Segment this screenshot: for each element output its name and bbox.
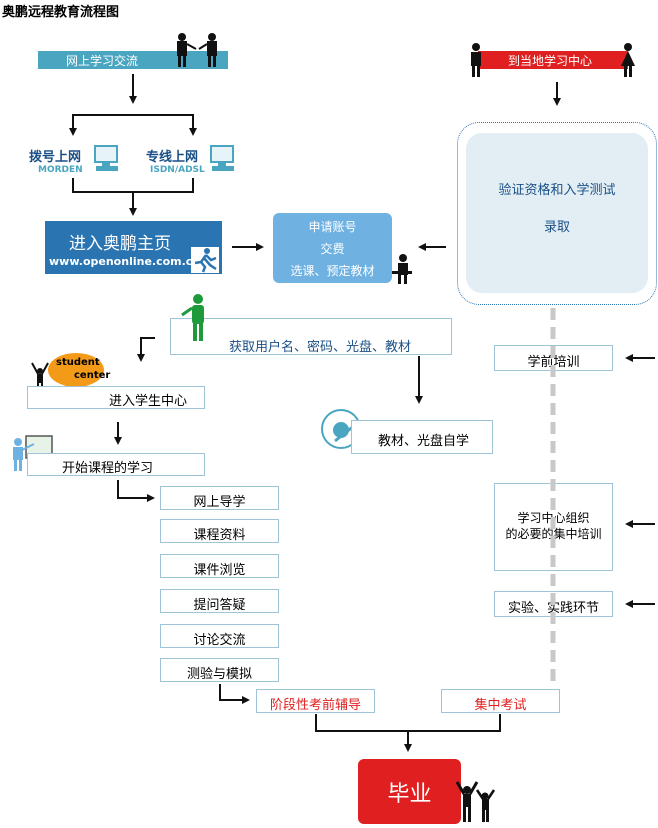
dedicated-label: 专线上网 [146, 150, 199, 165]
graduate-label: 毕业 [387, 782, 432, 807]
graduate-block: 毕业 [358, 759, 461, 824]
admission-label: 录取 [543, 220, 570, 235]
obtain-credentials-box: 获取用户名、密码、光盘、教材 [170, 318, 452, 355]
connector [117, 480, 148, 499]
apply-account-block: 申请账号 交费 选课、预定教材 [273, 213, 392, 283]
center-training-line2: 的必要的集中培训 [505, 527, 602, 541]
step-course-materials: 课程资料 [193, 528, 246, 543]
step-box[interactable]: 网上导学 [160, 486, 279, 510]
center-training-box: 学习中心组织 的必要的集中培训 [494, 483, 613, 571]
step-box[interactable]: 讨论交流 [160, 624, 279, 648]
stage-tutoring-box: 阶段性考前辅导 [256, 689, 375, 713]
start-course-box[interactable]: 开始课程的学习 [27, 453, 205, 476]
apply-line2: 交费 [320, 242, 345, 256]
step-qa: 提问答疑 [193, 598, 246, 613]
dedicated-sub: ISDN/ADSL [150, 165, 205, 175]
local-center-banner: 到当地学习中心 [478, 51, 628, 69]
computer-icon [92, 144, 122, 174]
two-people-icon [172, 32, 224, 68]
home-page-title: 进入奥鹏主页 [69, 234, 171, 254]
self-study-box: 教材、光盘自学 [351, 420, 493, 454]
obtain-credentials-label: 获取用户名、密码、光盘、教材 [229, 340, 412, 355]
student-center-box[interactable]: 进入学生中心 [27, 386, 205, 409]
person-at-desk-icon [390, 253, 414, 285]
local-center-label: 到当地学习中心 [508, 54, 593, 68]
step-test-simulation: 测验与模拟 [186, 667, 252, 682]
start-course-label: 开始课程的学习 [62, 461, 154, 476]
exam-label: 集中考试 [474, 698, 527, 713]
step-discussion: 讨论交流 [193, 633, 246, 648]
step-box[interactable]: 测验与模拟 [160, 658, 279, 682]
computer-icon [208, 144, 238, 174]
logo-student: student [56, 357, 100, 368]
qualification-test-label: 验证资格和入学测试 [498, 183, 616, 198]
dial-up-sub: MORDEN [38, 165, 83, 175]
student-center-label: 进入学生中心 [109, 394, 188, 409]
step-courseware-browse: 课件浏览 [193, 563, 246, 578]
running-man-icon [191, 247, 219, 273]
learning-center-panel: 验证资格和入学测试 录取 [457, 122, 657, 305]
connector [315, 714, 501, 732]
student-center-logo: student center [48, 353, 110, 387]
practice-label: 实验、实践环节 [507, 601, 599, 616]
page-title: 奥鹏远程教育流程图 [2, 5, 120, 20]
step-box[interactable]: 提问答疑 [160, 589, 279, 613]
step-box[interactable]: 课件浏览 [160, 554, 279, 578]
apply-line3: 选课、预定教材 [290, 264, 375, 278]
man-icon [468, 42, 484, 78]
online-exchange-label: 网上学习交流 [66, 54, 139, 68]
step-online-guide: 网上导学 [193, 495, 246, 510]
connector [72, 114, 194, 130]
home-page-block[interactable]: 进入奥鹏主页 www.openonline.com.cn [45, 221, 222, 274]
pre-training-label: 学前培训 [527, 355, 580, 370]
celebrating-people-icon [455, 780, 497, 824]
home-page-url[interactable]: www.openonline.com.cn [49, 255, 201, 268]
exam-box: 集中考试 [441, 689, 560, 713]
apply-line1: 申请账号 [308, 220, 357, 234]
connector [219, 684, 240, 701]
step-box[interactable]: 课程资料 [160, 519, 279, 543]
dial-up-label: 拨号上网 [29, 150, 82, 165]
connector [72, 178, 194, 193]
connector [140, 337, 155, 355]
self-study-label: 教材、光盘自学 [378, 434, 470, 449]
woman-icon [620, 42, 636, 78]
green-person-icon [178, 293, 212, 343]
stage-tutoring-label: 阶段性考前辅导 [269, 698, 361, 713]
logo-center: center [74, 370, 111, 381]
